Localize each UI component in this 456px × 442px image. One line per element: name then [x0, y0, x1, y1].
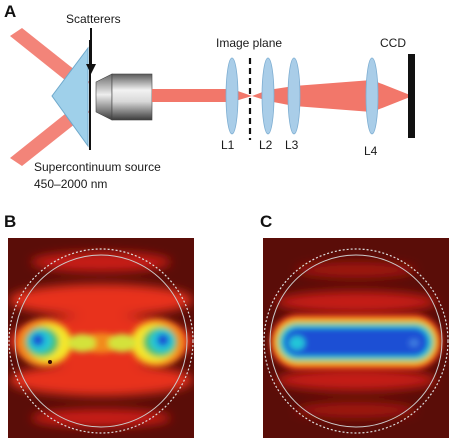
ccd-detector [408, 54, 415, 138]
beam-to-l1 [152, 89, 232, 102]
prism [51, 46, 89, 148]
panel-label-a: A [4, 2, 17, 21]
beam-l3-l4 [294, 80, 372, 112]
scatterers-label: Scatterers [66, 12, 121, 26]
source-label: Supercontinuum source [34, 160, 161, 174]
beam-l4-ccd [372, 80, 410, 112]
lens-l3 [287, 57, 301, 135]
lens-l2 [261, 57, 275, 135]
image-plane-label: Image plane [216, 36, 283, 50]
image-b-aperture-outer [8, 248, 194, 434]
image-b-aperture-inner [14, 254, 188, 428]
ccd-label: CCD [380, 36, 406, 50]
lens-l2-label: L2 [259, 138, 273, 152]
lens-l4-label: L4 [364, 144, 378, 158]
beam-l2-l3 [268, 86, 294, 106]
image-c-aperture-outer [263, 248, 449, 434]
lens-l3-label: L3 [285, 138, 299, 152]
source-range-label: 450–2000 nm [34, 177, 108, 191]
panel-label-b: B [4, 212, 17, 231]
optical-setup-diagram [10, 28, 415, 166]
lens-l1 [225, 57, 239, 135]
scatterer-arrowhead [86, 64, 96, 74]
image-c-aperture-inner [269, 254, 443, 428]
lens-l1-label: L1 [221, 138, 235, 152]
lens-l4 [365, 57, 379, 135]
objective-body [111, 73, 153, 121]
objective-nose [95, 73, 113, 121]
panel-label-c: C [260, 212, 273, 231]
image-c [263, 238, 449, 438]
image-b [8, 238, 194, 438]
